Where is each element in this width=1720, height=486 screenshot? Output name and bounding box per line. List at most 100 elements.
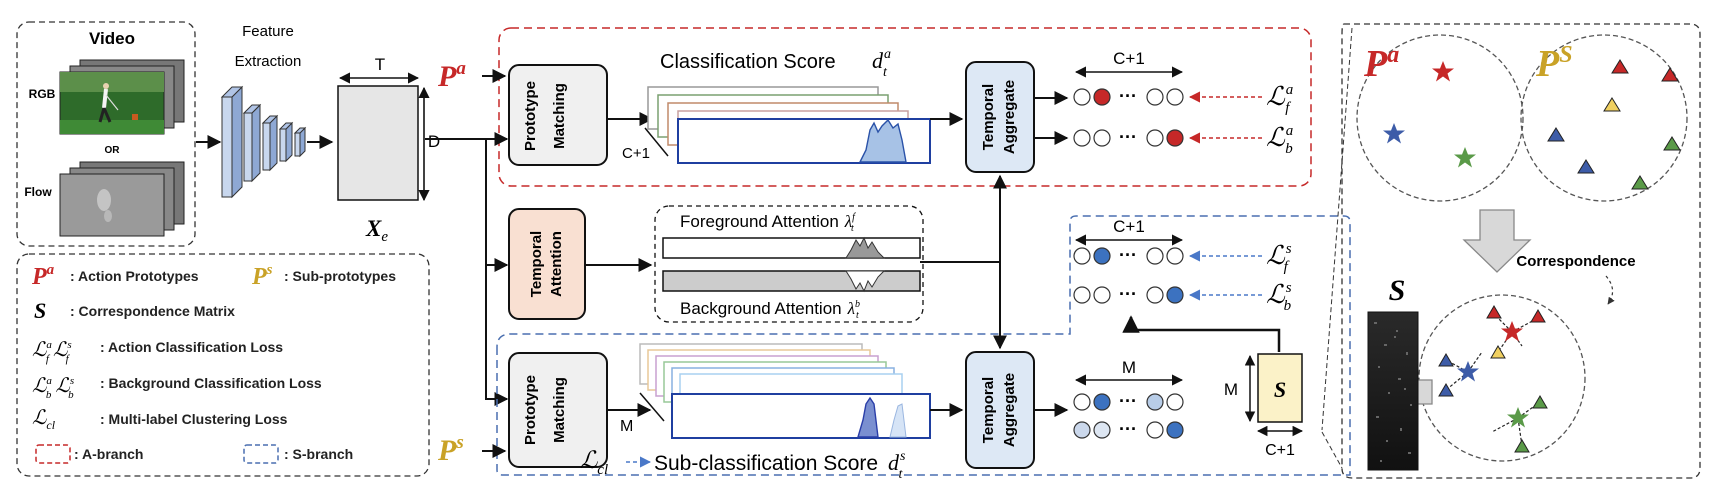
a-out-f-dots: ··· xyxy=(1119,86,1137,106)
ps-tri-red-1 xyxy=(1611,59,1629,74)
correspondence-matrix-heatmap xyxy=(1367,311,1419,471)
s-m-label: M xyxy=(620,418,633,435)
pa-star-green xyxy=(1454,147,1476,168)
ps-tri-green-1 xyxy=(1663,136,1681,151)
or-label: OR xyxy=(105,145,121,156)
s-temporal-aggregate-box xyxy=(965,351,1035,469)
a-out-b-dots: ··· xyxy=(1119,127,1137,147)
da-main: d xyxy=(872,48,884,73)
xe-main: X xyxy=(365,216,382,241)
ps-symbol-input: Ps xyxy=(437,432,464,467)
s-pooled-vector-f xyxy=(1073,247,1184,265)
a-prototype-matching-line2: Matching xyxy=(551,83,568,149)
legend-s-branch-swatch xyxy=(243,444,279,464)
a-c1-diagonal xyxy=(644,127,669,157)
sub-classification-score-front-track xyxy=(671,393,931,439)
merged-points xyxy=(1438,305,1548,453)
correspondence-label: Correspondence xyxy=(1516,253,1635,270)
a-output-vector-b xyxy=(1073,129,1184,147)
right-panel xyxy=(1341,23,1701,479)
d-dimension-label: D xyxy=(428,132,440,151)
a-prototype-matching-box xyxy=(508,64,608,166)
s-prototype-matching-line1: Prototype xyxy=(522,375,539,445)
zoom-line-top xyxy=(1321,27,1353,431)
sub-classification-score-title: Sub-classification Score xyxy=(654,452,878,475)
da-sub: t xyxy=(883,65,888,80)
down-arrow-to-merged xyxy=(1462,209,1532,273)
flow-frame xyxy=(59,173,165,237)
a-c1-label: C+1 xyxy=(622,145,650,162)
matrix-c1-label: C+1 xyxy=(1265,442,1295,459)
matrix-m-label: M xyxy=(1224,380,1238,399)
zoom-line-bottom xyxy=(1321,431,1343,469)
pa-cluster-circle xyxy=(1356,34,1524,202)
merged-links xyxy=(1445,313,1541,447)
a-output-vector-f xyxy=(1073,88,1184,106)
right-s-label: S xyxy=(1389,274,1406,307)
ps-tri-blue-2 xyxy=(1577,159,1595,174)
s-pooled-vector-b xyxy=(1073,286,1184,304)
legend-s-desc: : Correspondence Matrix xyxy=(70,303,235,319)
legend-a-branch-swatch xyxy=(35,444,71,464)
legend-ps-desc: : Sub-prototypes xyxy=(284,268,396,284)
ps-tri-red-2 xyxy=(1661,67,1679,82)
s-pooled-b-dots: ··· xyxy=(1119,284,1137,304)
a-out-c1-label: C+1 xyxy=(1113,49,1145,68)
ps-triangles xyxy=(1547,59,1681,190)
pa-star-red xyxy=(1432,61,1454,82)
xe-symbol: Xe xyxy=(365,216,388,245)
temporal-attention-line1: Temporal xyxy=(528,231,545,297)
foreground-attention-peak xyxy=(845,236,886,259)
a-temporal-aggregate-line1: Temporal xyxy=(980,84,997,150)
legend-s-symbol: S xyxy=(34,298,46,323)
legend-cl-symbol: ℒcl xyxy=(32,407,56,432)
correspondence-matrix-symbol: S xyxy=(1274,377,1286,402)
pa-symbol-input: Pa xyxy=(437,58,466,93)
flow-label: Flow xyxy=(24,185,52,199)
video-title: Video xyxy=(89,29,135,48)
pa-sup: a xyxy=(456,58,466,79)
feature-matrix-xe xyxy=(337,85,419,201)
legend-pa-symbol: Pa xyxy=(31,262,55,290)
flow-frame-stack xyxy=(59,161,185,237)
attention-weights-panel xyxy=(654,205,924,323)
temporal-attention-line2: Attention xyxy=(548,231,565,297)
classification-score-stack xyxy=(647,86,931,164)
legend-ps-symbol: Ps xyxy=(251,262,273,290)
feature-extraction-label-line1: Feature xyxy=(242,23,294,40)
trunk-to-s-matching xyxy=(425,138,509,406)
rgb-label: RGB xyxy=(29,87,56,101)
a-temporal-aggregate-line2: Aggregate xyxy=(1001,80,1018,154)
ps-tri-yellow xyxy=(1603,97,1621,112)
ps-cluster-circle xyxy=(1520,34,1688,202)
correspondence-matrix-box xyxy=(1257,353,1303,423)
a-branch-region xyxy=(498,27,1312,187)
pa-main: P xyxy=(437,60,457,93)
legend-s-branch-label: : S-branch xyxy=(284,446,353,462)
s-prototype-matching-line2: Matching xyxy=(551,377,568,443)
s-output-matrix xyxy=(1073,393,1184,439)
s-pooled-f-dots: ··· xyxy=(1119,245,1137,265)
temporal-attention-box xyxy=(508,208,586,320)
pa-star-blue xyxy=(1383,123,1405,144)
rgb-frame-stack xyxy=(59,59,185,135)
classification-score-title: Classification Score xyxy=(660,51,836,73)
legend-cls-desc: : Action Classification Loss xyxy=(100,339,283,355)
s-loss-c1-label: C+1 xyxy=(1113,217,1145,236)
a-prototype-matching-line1: Prototype xyxy=(522,81,539,151)
da-sup: a xyxy=(884,47,891,62)
s-out-row2-dots: ··· xyxy=(1119,419,1137,439)
merged-cluster-circle xyxy=(1418,294,1586,462)
a-temporal-aggregate-box xyxy=(965,61,1035,173)
matrix-to-pooled-arrow xyxy=(1122,315,1281,352)
feature-extraction-label-line2: Extraction xyxy=(235,53,302,70)
